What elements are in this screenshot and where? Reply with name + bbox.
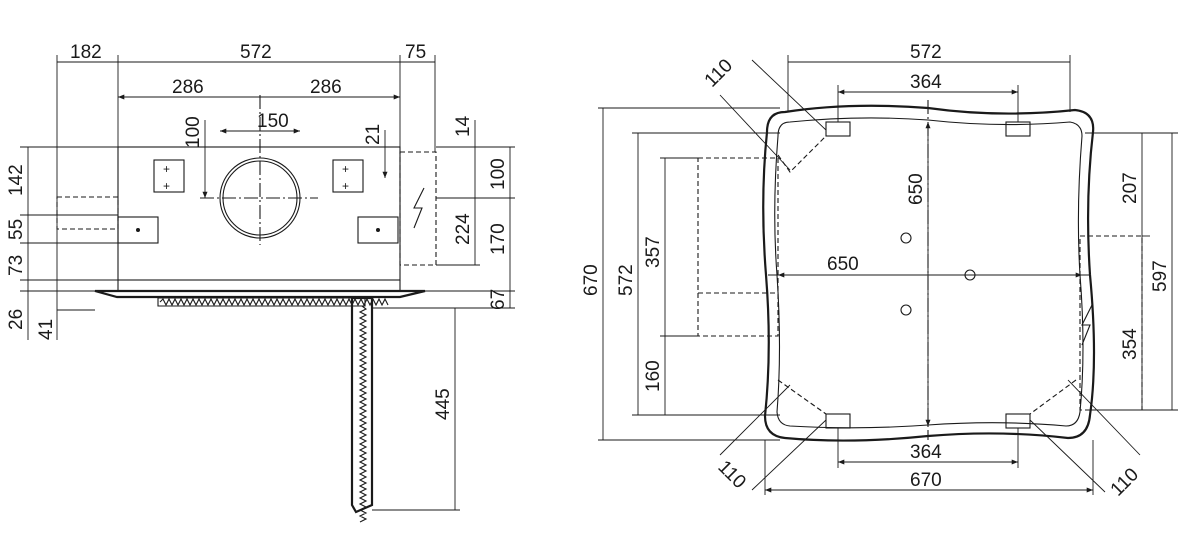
dim-670-left: 670 — [581, 264, 602, 296]
dim-286-left: 286 — [172, 77, 204, 98]
dim-364-top: 364 — [910, 72, 942, 93]
dim-650-v: 650 — [906, 173, 927, 205]
dim-286-right: 286 — [310, 77, 342, 98]
svg-text:+: + — [342, 162, 349, 176]
dim-110-bl: 110 — [713, 457, 749, 493]
bracket-top-right — [332, 159, 364, 193]
electric-symbol-top — [1081, 304, 1093, 346]
svg-text:+: + — [163, 162, 170, 176]
dim-572-left: 572 — [616, 264, 637, 296]
bracket-top-left — [153, 159, 185, 193]
dim-357: 357 — [643, 236, 664, 268]
grille-strip — [157, 297, 366, 307]
dim-597: 597 — [1150, 260, 1171, 292]
svg-text:+: + — [163, 179, 170, 193]
dim-150: 150 — [257, 111, 289, 132]
dim-182: 182 — [70, 42, 102, 63]
electrical-box — [399, 151, 437, 266]
dim-100-duct: 100 — [183, 116, 204, 148]
corner-bracket-tl — [825, 121, 851, 137]
dim-364-bottom: 364 — [910, 442, 942, 463]
dim-67: 67 — [488, 289, 509, 310]
dim-572-top: 572 — [910, 42, 942, 63]
dim-26: 26 — [6, 309, 27, 330]
dim-207: 207 — [1120, 172, 1141, 204]
dim-160: 160 — [643, 360, 664, 392]
outer-frame — [762, 104, 1096, 442]
dim-170: 170 — [488, 223, 509, 255]
dim-670-bottom: 670 — [910, 470, 942, 491]
dim-224: 224 — [453, 213, 474, 245]
dim-110-tl: 110 — [701, 55, 737, 91]
side-view: + + + + 182 572 75 286 286 150 100 21 — [6, 42, 515, 523]
electric-symbol — [413, 187, 425, 229]
dim-55: 55 — [6, 219, 27, 240]
dim-445: 445 — [433, 388, 454, 420]
dim-73: 73 — [6, 255, 27, 276]
svg-text:+: + — [342, 179, 349, 193]
bracket-side-left — [117, 216, 159, 244]
hanging-panel — [350, 296, 374, 514]
bracket-side-right — [357, 216, 399, 244]
dim-100-right: 100 — [488, 158, 509, 190]
dim-572-side: 572 — [240, 42, 272, 63]
dim-354: 354 — [1120, 328, 1141, 360]
corner-bracket-br — [1005, 413, 1031, 429]
housing-body — [117, 146, 401, 281]
dim-41: 41 — [36, 319, 57, 340]
corner-bracket-bl — [825, 413, 851, 429]
dim-142: 142 — [6, 164, 27, 196]
dim-21: 21 — [363, 124, 384, 145]
side-box-left — [697, 157, 779, 337]
dim-650-h: 650 — [827, 254, 859, 275]
base-plate — [94, 289, 426, 299]
dim-75: 75 — [405, 42, 426, 63]
top-view: 572 364 110 650 650 670 572 357 160 207 — [581, 42, 1178, 501]
dim-110-br: 110 — [1107, 464, 1143, 500]
inner-frame — [774, 117, 1084, 429]
dim-14: 14 — [453, 115, 474, 137]
